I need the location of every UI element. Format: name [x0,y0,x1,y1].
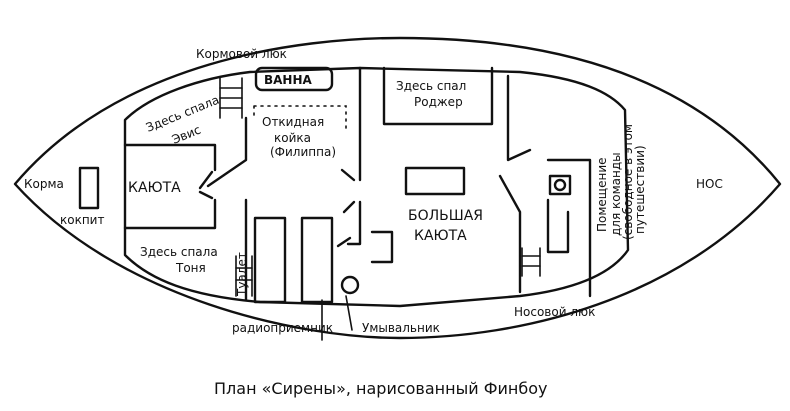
label-radio: радиоприемник [232,321,333,335]
label-evis-2: Эвис [170,123,203,147]
caption: План «Сирены», нарисованный Финбоу [214,379,547,398]
label-cockpit: кокпит [60,213,104,227]
label-tonya-2: Тоня [175,261,206,275]
cabin-outline [123,66,630,308]
label-stern-hatch: Кормовой люк [196,47,287,61]
label-tonya-1: Здесь спала [140,245,218,259]
label-crew-4: путешествии) [633,145,647,234]
label-crew-2: для команды [609,152,623,236]
toilet-ladder [235,255,253,297]
partition-walls [123,66,592,302]
folding-bed-dots [253,105,347,131]
pointer-lines [321,295,353,341]
label-roger-1: Здесь спал [396,79,466,93]
label-folding-bed-3: (Филиппа) [270,145,336,159]
label-bow: НОС [696,177,723,191]
label-bath: ВАННА [264,73,313,87]
label-big-cabin-1: БОЛЬШАЯ [408,208,483,224]
label-washbasin: Умывальник [362,321,440,335]
label-crew-1: Помещение [595,157,609,232]
bath-box [254,66,334,92]
washbasin-circle [340,275,360,295]
cockpit-box [78,166,100,210]
label-big-cabin-2: КАЮТА [414,228,467,244]
hull-outline [13,36,782,340]
label-stern: Корма [24,177,64,191]
doors [198,168,356,248]
label-folding-bed-2: койка [274,131,311,145]
label-crew-3: (свободное в этом [621,124,635,240]
label-bow-hatch: Носовой люк [514,305,595,319]
crew-box [548,174,572,196]
stern-ladder [219,77,243,119]
radio-table [253,216,287,304]
label-cabin: КАЮТА [128,180,181,196]
label-roger-2: Роджер [414,95,463,109]
big-cabin-table [404,166,466,196]
crew-box-circle [553,178,567,192]
label-folding-bed-1: Откидная [262,115,324,129]
bow-ladder [521,247,541,277]
label-toilet: Туалет [235,252,249,297]
washbasin-unit [300,216,334,304]
